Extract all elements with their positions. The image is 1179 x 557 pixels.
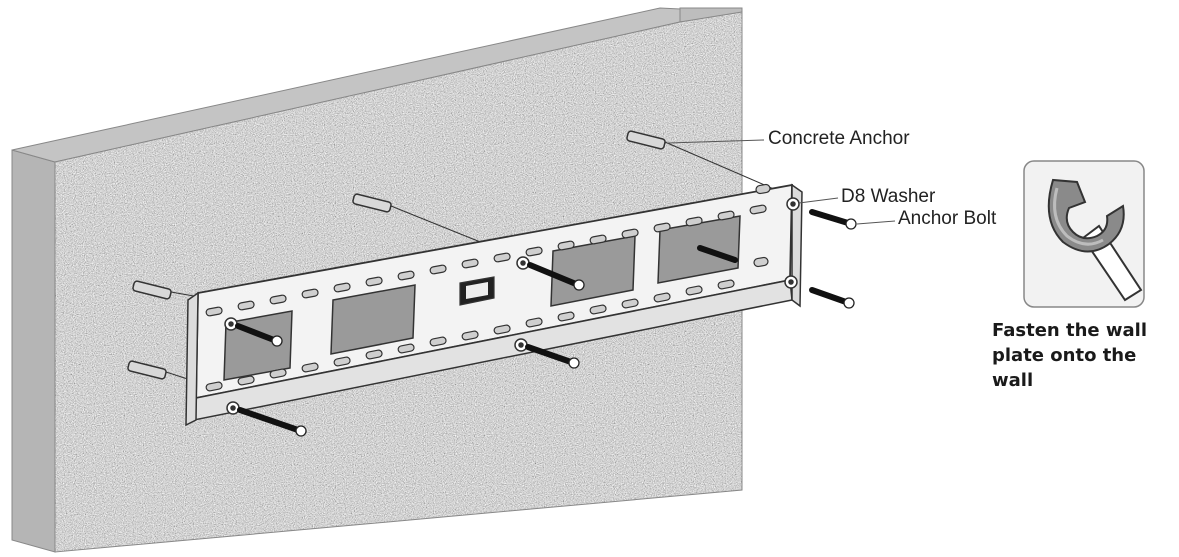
anchor-bolts bbox=[235, 209, 857, 437]
d8-washer-leader bbox=[798, 197, 839, 204]
wall-plate-right-flange bbox=[791, 183, 803, 308]
anchor-bolt-label: Anchor Bolt bbox=[898, 208, 997, 229]
d8-washer bbox=[514, 338, 528, 352]
wall-plate bbox=[185, 183, 803, 427]
concrete-anchor bbox=[132, 280, 206, 300]
callout-leaders bbox=[667, 139, 896, 225]
d8-washer bbox=[786, 197, 800, 211]
anchor-bolt bbox=[237, 407, 307, 437]
d8-washer bbox=[224, 317, 238, 331]
wall-plate-top-slots bbox=[205, 204, 767, 317]
wall-plate-end-slots bbox=[753, 183, 771, 268]
d8-washer-label: D8 Washer bbox=[841, 186, 936, 207]
anchor-bolt bbox=[235, 323, 283, 347]
anchor-bolt bbox=[525, 344, 580, 369]
d8-washers bbox=[224, 197, 800, 415]
concrete-anchor-label: Concrete Anchor bbox=[768, 128, 910, 149]
anchor-bolt bbox=[527, 262, 585, 291]
concrete-anchor-leader bbox=[667, 139, 765, 144]
d8-washer bbox=[226, 401, 240, 415]
wrench-icon bbox=[1023, 160, 1145, 308]
wall-plate-left-flange bbox=[185, 291, 199, 427]
d8-washer bbox=[516, 256, 530, 270]
d8-washer bbox=[784, 275, 798, 289]
instruction-caption: Fasten the wall plate onto the wall bbox=[992, 320, 1148, 391]
wall-plate-bottom-slots bbox=[205, 279, 735, 392]
anchor-bolt bbox=[697, 245, 738, 263]
wall-left-edge bbox=[11, 149, 56, 553]
anchor-bolt bbox=[809, 209, 857, 230]
anchor-bolt bbox=[809, 287, 855, 309]
anchor-bolt-leader bbox=[856, 220, 896, 225]
bubble-level bbox=[459, 276, 495, 306]
